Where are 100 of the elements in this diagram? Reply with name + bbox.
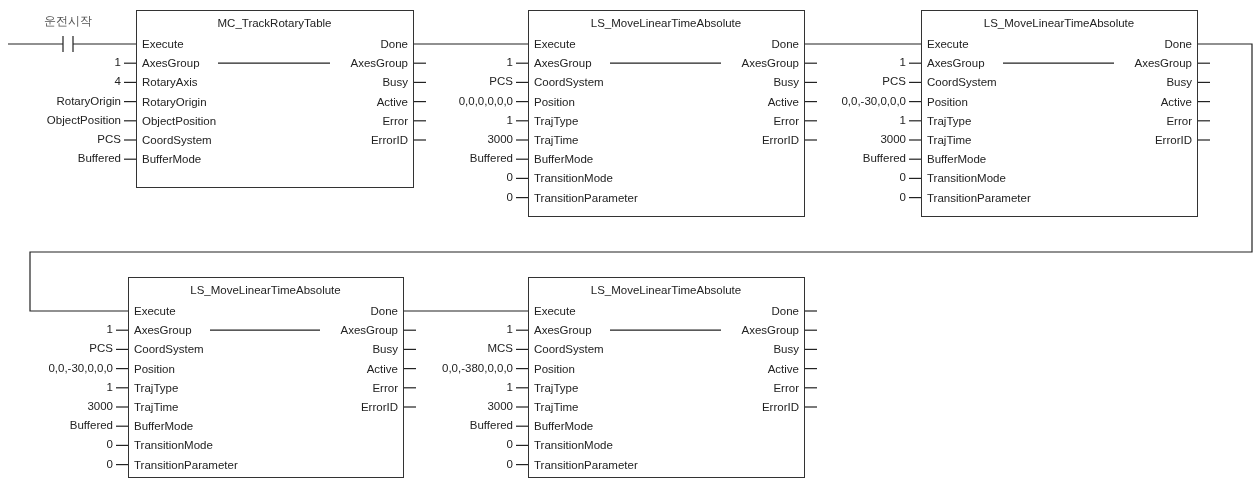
- pin-label: RotaryOrigin: [142, 94, 207, 109]
- pin-label: TrajType: [534, 380, 579, 395]
- input-value: 0: [106, 456, 113, 471]
- pin-label: AxesGroup: [534, 323, 592, 338]
- pin-label: Position: [134, 361, 175, 376]
- pin-label: TransitionParameter: [534, 190, 638, 205]
- pin-label: Position: [927, 94, 968, 109]
- connector: [29, 43, 1253, 312]
- pin-label: RotaryAxis: [142, 75, 198, 90]
- input-value: 1: [106, 322, 113, 337]
- block-title: LS_MoveLinearTimeAbsolute: [589, 16, 743, 30]
- pin-label: TransitionMode: [534, 171, 613, 186]
- pin-label: Done: [380, 37, 408, 51]
- input-value: 0,0,0,0,0,0: [458, 93, 513, 108]
- connector: [7, 43, 43, 45]
- pin-label: BufferMode: [534, 419, 594, 434]
- connector: [413, 43, 529, 45]
- pin-label: Busy: [372, 342, 398, 357]
- pin-label: AxesGroup: [134, 323, 192, 338]
- input-value: 0: [899, 170, 906, 185]
- pin-label: Busy: [1166, 75, 1192, 90]
- pin-label: CoordSystem: [142, 133, 212, 147]
- pin-label: Execute: [142, 37, 184, 51]
- pin-label: TrajType: [927, 113, 972, 128]
- pin-label: Busy: [773, 75, 799, 90]
- pin-label: TransitionMode: [927, 171, 1006, 186]
- connector: [804, 43, 922, 45]
- pin-label: BufferMode: [142, 152, 202, 167]
- input-value: 1: [506, 55, 513, 70]
- input-value: 1: [114, 55, 121, 70]
- input-value: PCS: [489, 74, 513, 89]
- contact: [42, 14, 94, 54]
- pin-label: Busy: [773, 342, 799, 357]
- function-block: [528, 277, 805, 478]
- pin-label: TrajTime: [534, 133, 579, 147]
- pin-label: TrajType: [134, 380, 179, 395]
- pin-label: Active: [1160, 94, 1192, 109]
- pin-label: CoordSystem: [134, 342, 204, 357]
- input-value: 0,0,-30,0,0,0: [48, 360, 113, 375]
- block-title: LS_MoveLinearTimeAbsolute: [189, 283, 342, 297]
- pin-label: Error: [382, 113, 408, 128]
- input-value: 1: [106, 379, 113, 394]
- block-title: LS_MoveLinearTimeAbsolute: [589, 283, 743, 297]
- pin-label: AxesGroup: [741, 323, 799, 338]
- pin-label: Busy: [382, 75, 408, 90]
- pin-label: AxesGroup: [534, 56, 592, 71]
- pin-label: ErrorID: [1154, 133, 1192, 147]
- input-value: PCS: [882, 74, 906, 89]
- input-value: ObjectPosition: [46, 112, 121, 127]
- pin-label: Error: [372, 380, 398, 395]
- pin-label: TrajTime: [927, 133, 972, 147]
- pin-label: CoordSystem: [927, 75, 997, 90]
- pin-label: Execute: [927, 37, 969, 51]
- function-block: [528, 10, 805, 217]
- pin-label: Error: [773, 113, 799, 128]
- pin-label: TrajType: [534, 113, 579, 128]
- input-value: 3000: [487, 399, 513, 413]
- pin-label: AxesGroup: [340, 323, 398, 338]
- input-value: 1: [506, 322, 513, 337]
- pin-label: ErrorID: [761, 133, 799, 147]
- input-value: 0: [506, 437, 513, 452]
- pin-label: BufferMode: [534, 152, 594, 167]
- input-value: 0: [899, 189, 906, 204]
- input-value: Buffered: [862, 151, 906, 166]
- pin-label: AxesGroup: [741, 56, 799, 71]
- pin-label: CoordSystem: [534, 75, 604, 90]
- pin-label: Done: [771, 37, 799, 51]
- function-block: [136, 10, 414, 188]
- input-value: 1: [899, 112, 906, 127]
- input-value: 0: [106, 437, 113, 452]
- input-value: 3000: [487, 132, 513, 146]
- pin-label: AxesGroup: [142, 56, 200, 71]
- input-value: MCS: [487, 341, 513, 356]
- input-value: PCS: [89, 341, 113, 356]
- pin-label: AxesGroup: [350, 56, 408, 71]
- pin-label: Execute: [134, 304, 176, 318]
- input-value: 0: [506, 189, 513, 204]
- function-block: [921, 10, 1198, 217]
- pin-label: Done: [1164, 37, 1192, 51]
- pin-label: Active: [366, 361, 398, 376]
- pin-label: Done: [771, 304, 799, 318]
- input-value: Buffered: [69, 418, 113, 433]
- contact-label: 운전시작: [43, 14, 93, 28]
- input-value: 0: [506, 456, 513, 471]
- connector: [93, 43, 137, 45]
- block-title: MC_TrackRotaryTable: [216, 16, 333, 30]
- pin-label: AxesGroup: [927, 56, 985, 71]
- input-value: RotaryOrigin: [56, 93, 121, 108]
- pin-label: ErrorID: [370, 133, 408, 147]
- pin-label: Position: [534, 361, 575, 376]
- pin-label: ObjectPosition: [142, 113, 217, 128]
- input-value: Buffered: [469, 151, 513, 166]
- pin-label: Execute: [534, 304, 576, 318]
- input-value: 1: [899, 55, 906, 70]
- pin-label: ErrorID: [360, 400, 398, 414]
- input-value: 0,0,-380,0,0,0: [442, 360, 513, 375]
- input-value: PCS: [97, 132, 121, 146]
- pin-label: ErrorID: [761, 400, 799, 414]
- pin-label: TransitionParameter: [927, 190, 1031, 205]
- pin-label: Done: [370, 304, 398, 318]
